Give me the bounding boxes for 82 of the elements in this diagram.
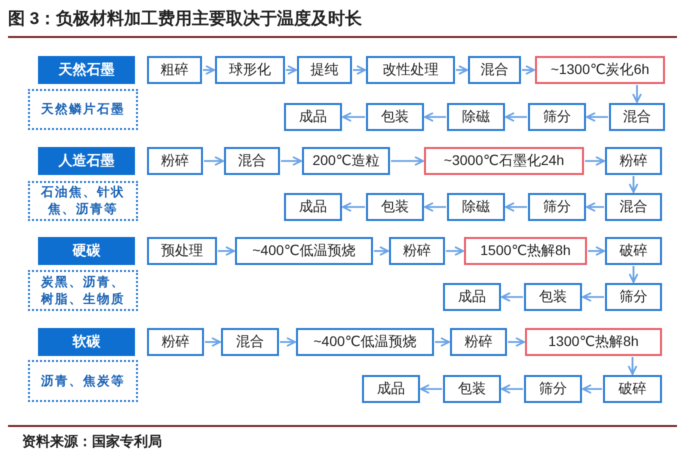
process-box: ~400℃低温预烧 [296,328,434,356]
material-box: 石油焦、针状焦、沥青等 [28,181,138,221]
arrow [501,292,523,302]
process-box: 包装 [366,103,424,131]
material-box: 炭黑、沥青、树脂、生物质 [28,270,138,311]
arrow [424,112,446,122]
process-box: 球形化 [215,56,285,84]
arrow [353,65,366,75]
process-box: 200℃造粒 [302,147,390,175]
process-box: 破碎 [603,375,662,403]
process-box: 粉碎 [450,328,507,356]
arrow [424,202,446,212]
process-box: 粉碎 [605,147,662,175]
arrow [628,266,638,283]
category-box: 人造石墨 [38,147,135,175]
process-box: 包装 [366,193,424,221]
process-box: 除磁 [447,193,505,221]
process-box: 成品 [362,375,420,403]
process-box: ~3000℃石墨化24h [424,147,584,175]
arrow [391,156,424,166]
arrow [628,357,638,375]
process-box: 改性处理 [366,56,455,84]
arrow [586,112,608,122]
arrow [632,85,642,103]
arrow [281,156,302,166]
process-box: 筛分 [524,375,582,403]
process-box: 混合 [221,328,279,356]
arrow [203,65,215,75]
process-box: 混合 [609,103,665,131]
arrow [508,337,525,347]
figure-title: 图 3：负极材料加工费用主要取决于温度及时长 [8,8,362,30]
arrow [342,202,365,212]
arrow [204,156,224,166]
process-box: 粉碎 [147,328,204,356]
arrow [582,384,602,394]
arrow [522,65,535,75]
process-box: 粉碎 [147,147,203,175]
process-box: 混合 [605,193,662,221]
arrow [280,337,296,347]
material-box: 沥青、焦炭等 [28,360,138,402]
category-box: 天然石墨 [38,56,135,84]
process-box: 成品 [284,103,342,131]
source-note: 资料来源：国家专利局 [22,433,162,451]
arrow [374,246,389,256]
arrow [505,202,527,212]
arrow [286,65,297,75]
category-box: 软碳 [38,328,135,356]
arrow [435,337,450,347]
process-box: 粗碎 [147,56,202,84]
category-box: 硬碳 [38,237,135,265]
process-box: 包装 [524,283,582,311]
process-box: 混合 [224,147,280,175]
arrow [456,65,468,75]
arrow [205,337,221,347]
arrow [588,246,605,256]
arrow [501,384,523,394]
material-box: 天然鳞片石墨 [28,89,138,130]
process-box: 混合 [468,56,521,84]
process-box: 成品 [284,193,342,221]
process-box: 1300℃热解8h [525,328,662,356]
arrow [586,202,604,212]
process-box: 破碎 [605,237,662,265]
arrow [420,384,442,394]
arrow [505,112,527,122]
process-box: 筛分 [528,103,586,131]
process-box: 预处理 [147,237,217,265]
arrow [218,246,235,256]
process-box: 包装 [443,375,501,403]
process-box: 成品 [443,283,501,311]
process-box: 粉碎 [389,237,445,265]
arrow [628,176,638,193]
process-box: 筛分 [605,283,662,311]
arrow [582,292,604,302]
arrow [446,246,464,256]
process-box: 提纯 [297,56,352,84]
process-box: 筛分 [528,193,586,221]
process-box: ~400℃低温预烧 [235,237,373,265]
arrow [585,156,605,166]
process-box: 1500℃热解8h [464,237,587,265]
process-box: ~1300℃炭化6h [535,56,665,84]
arrow [342,112,365,122]
process-box: 除磁 [447,103,505,131]
